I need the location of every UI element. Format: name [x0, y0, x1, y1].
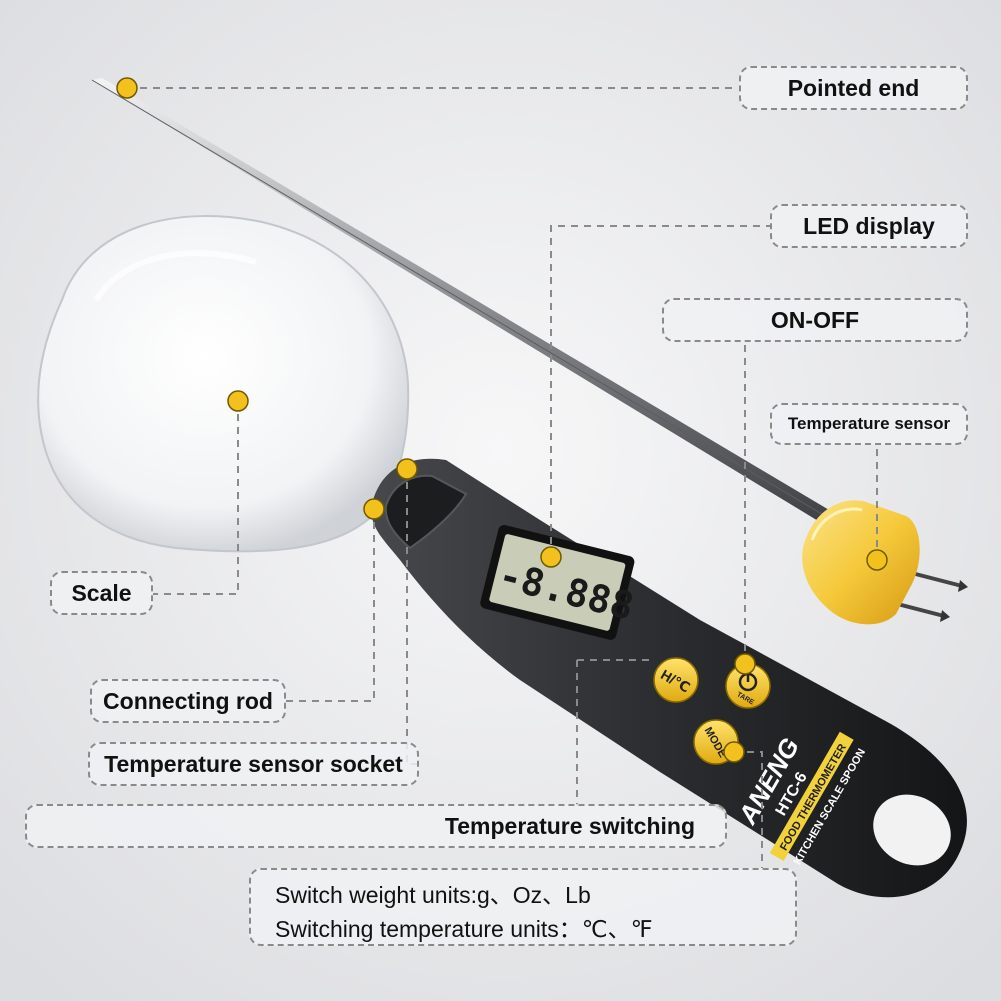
marker-pointed-end	[116, 77, 138, 99]
temperature-sensor-plug	[802, 500, 968, 625]
label-pointed-end: Pointed end	[739, 66, 968, 110]
label-temperature-sensor: Temperature sensor	[770, 403, 968, 445]
label-temperature-switching: Temperature switching	[25, 804, 727, 848]
lcd-display: -8.888	[480, 525, 638, 640]
marker-connecting-rod	[363, 498, 385, 520]
units-notes: Switch weight units:g、Oz、Lb Switching te…	[249, 868, 797, 946]
marker-sensor-socket	[396, 458, 418, 480]
hanging-hole	[873, 794, 951, 866]
marker-on-off	[734, 653, 756, 675]
label-led-display: LED display	[770, 204, 968, 248]
label-connecting-rod: Connecting rod	[90, 679, 286, 723]
label-temperature-sensor-socket: Temperature sensor socket	[88, 742, 419, 786]
marker-scale	[227, 390, 249, 412]
label-scale: Scale	[50, 571, 153, 615]
marker-temperature-sensor	[866, 549, 888, 571]
hold-button[interactable]: H/℃	[653, 657, 699, 703]
label-on-off: ON-OFF	[662, 298, 968, 342]
callout-markers	[116, 77, 888, 763]
probe-needle	[91, 78, 846, 533]
marker-led-display	[540, 546, 562, 568]
marker-mode	[723, 741, 745, 763]
temperature-units-note: Switching temperature units：℃、℉	[275, 916, 653, 942]
weight-units-note: Switch weight units:g、Oz、Lb	[275, 882, 591, 908]
scale-spoon-bowl	[37, 215, 410, 553]
